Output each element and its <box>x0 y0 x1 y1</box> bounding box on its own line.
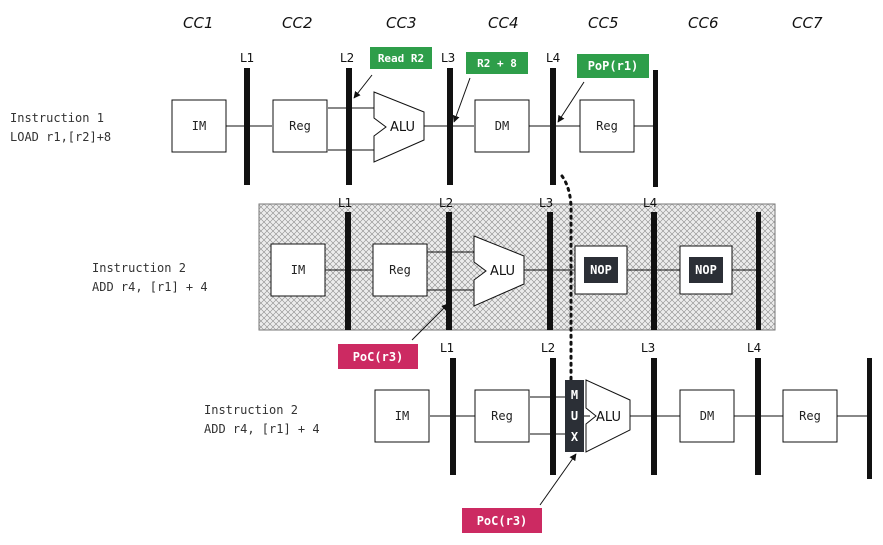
cc3-label: CC3 <box>386 14 417 32</box>
row2-latch-l4 <box>651 212 657 330</box>
row1-latch-l1 <box>244 68 250 185</box>
row3-reg-label: Reg <box>491 409 513 423</box>
row2-poc-r3-tag-label: PoC(r3) <box>353 350 404 364</box>
row3-alu-shape <box>585 379 631 453</box>
instruction-2-stalled-title: Instruction 2 <box>92 261 186 275</box>
r2-plus-8-tag <box>466 52 528 74</box>
row1-reg2-label: Reg <box>596 119 618 133</box>
pop-r1-tag <box>577 54 649 78</box>
instruction-2-forwarded-title: Instruction 2 <box>204 403 298 417</box>
forwarding-path <box>560 174 573 382</box>
row1-latch-l2-label: L2 <box>340 51 354 65</box>
row2-nop2-chip <box>689 257 723 283</box>
row1-latch-l4 <box>550 68 556 185</box>
row1-alu-shape <box>373 91 425 163</box>
row3-im-label: IM <box>395 409 409 423</box>
row1-dm-box <box>474 99 530 153</box>
row3-latch-l1-label: L1 <box>440 341 454 355</box>
row1-im-box <box>171 99 227 153</box>
row1-latch-l2 <box>346 68 352 185</box>
row1-alu-label: ALU <box>390 120 415 135</box>
row2-nop1-chip <box>584 257 618 283</box>
cc1-label: CC1 <box>183 14 214 32</box>
read-r2-tag-label: Read R2 <box>378 52 424 65</box>
row1-latch-l1-label: L1 <box>240 51 254 65</box>
row2-nop2-label: NOP <box>695 263 717 277</box>
row3-latch-l1 <box>450 358 456 475</box>
row3-reg2-label: Reg <box>799 409 821 423</box>
row1-dm-label: DM <box>495 119 509 133</box>
instruction-2-stalled-row: Instruction 2 ADD r4, [r1] + 4 L1 L2 L3 … <box>92 196 776 369</box>
row2-poc-r3-tag <box>338 344 418 369</box>
row2-latch-l2 <box>446 212 452 330</box>
mux-letter-m: M <box>571 388 578 402</box>
row1-reg-label: Reg <box>289 119 311 133</box>
instruction-1-row: Instruction 1 LOAD r1,[r2]+8 L1 L2 L3 L4… <box>10 47 658 187</box>
row3-latch-l3 <box>651 358 657 475</box>
row1-latch-l4-label: L4 <box>546 51 560 65</box>
row3-latch-l3-label: L3 <box>641 341 655 355</box>
row3-alu-label: ALU <box>596 410 621 425</box>
row3-latch-l2-label: L2 <box>541 341 555 355</box>
row2-latch-l1 <box>345 212 351 330</box>
row2-latch-l3 <box>547 212 553 330</box>
row3-im-box <box>374 389 430 443</box>
row3-poc-r3-tag-label: PoC(r3) <box>477 514 528 528</box>
row2-latch-l1-label: L1 <box>338 196 352 210</box>
row2-im-box <box>270 243 326 297</box>
cc6-label: CC6 <box>688 14 719 32</box>
mux-letter-u: U <box>571 409 578 423</box>
row1-latch-l3 <box>447 68 453 185</box>
cc5-label: CC5 <box>588 14 619 32</box>
clock-cycle-header: CC1 CC2 CC3 CC4 CC5 CC6 CC7 <box>183 14 823 32</box>
read-r2-tag <box>370 47 432 69</box>
instruction-2-forwarded-code: ADD r4, [r1] + 4 <box>204 422 320 436</box>
row3-dm-label: DM <box>700 409 714 423</box>
instruction-1-code: LOAD r1,[r2]+8 <box>10 130 111 144</box>
row3-reg2-box <box>782 389 838 443</box>
row2-latch-l4-label: L4 <box>643 196 657 210</box>
cc7-label: CC7 <box>792 14 823 32</box>
cc2-label: CC2 <box>282 14 313 32</box>
instruction-2-forwarded-row: Instruction 2 ADD r4, [r1] + 4 L1 L2 L3 … <box>204 341 872 533</box>
mux-letter-x: X <box>571 430 579 444</box>
row2-reg-label: Reg <box>389 263 411 277</box>
row1-im-label: IM <box>192 119 206 133</box>
row3-latch-l4 <box>755 358 761 475</box>
instruction-2-stalled-code: ADD r4, [r1] + 4 <box>92 280 208 294</box>
row1-latch-l3-label: L3 <box>441 51 455 65</box>
r2-plus-8-tag-label: R2 + 8 <box>477 57 517 70</box>
row1-reg-box <box>272 99 328 153</box>
row2-im-label: IM <box>291 263 305 277</box>
row2-reg-box <box>372 243 428 297</box>
row3-latch-end <box>867 358 872 479</box>
row3-dm-box <box>679 389 735 443</box>
row3-poc-r3-tag <box>462 508 542 533</box>
row2-alu-shape <box>473 235 525 307</box>
row3-latch-l4-label: L4 <box>747 341 761 355</box>
row3-reg-box <box>474 389 530 443</box>
row3-latch-l2 <box>550 358 556 475</box>
mux-box <box>565 380 584 452</box>
row2-latch-end <box>756 212 761 330</box>
row1-reg2-box <box>579 99 635 153</box>
row2-alu-label: ALU <box>490 264 515 279</box>
pop-r1-tag-label: PoP(r1) <box>588 59 639 73</box>
cc4-label: CC4 <box>488 14 519 32</box>
instruction-1-title: Instruction 1 <box>10 111 104 125</box>
row2-nop1-label: NOP <box>590 263 612 277</box>
row1-latch-end <box>653 70 658 187</box>
row2-latch-l2-label: L2 <box>439 196 453 210</box>
row2-latch-l3-label: L3 <box>539 196 553 210</box>
